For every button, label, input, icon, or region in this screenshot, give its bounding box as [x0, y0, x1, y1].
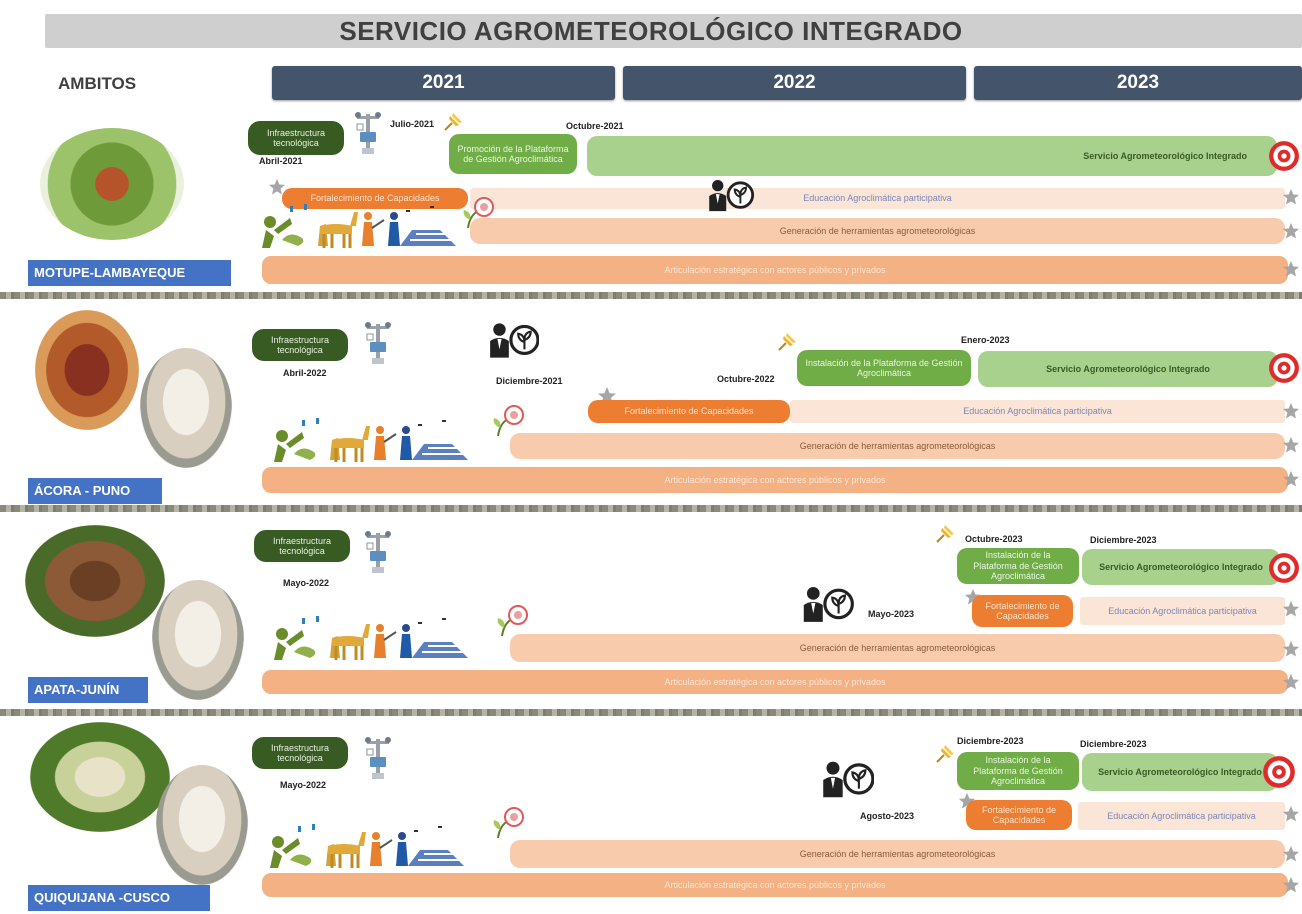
tools-bar: Generación de herramientas agrometeoroló… [510, 840, 1285, 868]
tools-bar: Generación de herramientas agrometeoroló… [510, 634, 1285, 662]
service-date: Diciembre-2023 [1080, 739, 1147, 749]
education-icon [487, 322, 539, 360]
year-header-2022: 2022 [623, 66, 966, 100]
page-title: SERVICIO AGROMETEOROLÓGICO INTEGRADO [339, 16, 963, 46]
ambitos-label: AMBITOS [58, 74, 137, 93]
education-icon [705, 179, 755, 213]
education-date: Agosto-2023 [860, 811, 915, 821]
weather-station-icon [363, 320, 393, 370]
education-bar: Educación Agroclimática participativa [1080, 597, 1285, 625]
photo-mango [40, 128, 184, 240]
pushpin-icon [933, 522, 957, 546]
infra-date: Mayo-2022 [280, 780, 327, 790]
weather-station-icon [353, 110, 383, 160]
tools-bar: Generación de herramientas agrometeoroló… [470, 218, 1285, 244]
sprout-icon [494, 604, 528, 638]
photo-alpaca [152, 580, 244, 700]
tools-bar: Generación de herramientas agrometeoroló… [510, 433, 1285, 459]
star-icon [1282, 260, 1300, 278]
section-separator [0, 505, 1302, 512]
farming-activities-icon [260, 200, 460, 250]
star-icon [1282, 470, 1300, 488]
farming-activities-icon [272, 612, 472, 662]
platform-pill: Instalación de la Plataforma de Gestión … [957, 548, 1079, 584]
infra-date: Mayo-2022 [283, 578, 330, 588]
target-icon [1268, 140, 1300, 172]
star-icon [1282, 673, 1300, 691]
pushpin-icon [441, 110, 465, 134]
photo-potatoes [25, 525, 165, 637]
target-icon [1268, 552, 1300, 584]
education-date: Mayo-2023 [868, 609, 915, 619]
photo-quinoa [35, 310, 139, 430]
star-icon [1282, 600, 1300, 618]
photo-alpaca [140, 348, 232, 468]
service-bar: Servicio Agrometeorológico Integrado [1082, 549, 1280, 585]
platform-date: Diciembre-2023 [957, 736, 1024, 746]
pushpin-icon [933, 742, 957, 766]
infra-date: Abril-2021 [259, 156, 303, 166]
infra-pill: Infraestructura tecnológica [252, 329, 348, 361]
education-icon [800, 586, 854, 624]
weather-station-icon [363, 734, 393, 786]
star-icon [1282, 805, 1300, 823]
sprout-icon [490, 806, 524, 840]
pushpin-icon [775, 330, 799, 354]
capacity-pill: Fortalecimiento de Capacidades [972, 595, 1073, 627]
platform-pill: Instalación de la Plataforma de Gestión … [957, 752, 1079, 790]
region-label-quiquijana: QUIQUIJANA -CUSCO [28, 885, 210, 911]
education-bar: Educación Agroclimática participativa [1078, 802, 1285, 830]
title-background [45, 14, 1302, 48]
year-header-2023: 2023 [974, 66, 1302, 100]
target-icon [1262, 755, 1296, 789]
capacity-pill: Fortalecimiento de Capacidades [966, 800, 1072, 830]
platform-pill: Promoción de la Plataforma de Gestión Ag… [449, 134, 577, 174]
star-icon [1282, 845, 1300, 863]
infra-pill: Infraestructura tecnológica [248, 121, 344, 155]
year-header-2021: 2021 [272, 66, 615, 100]
education-icon [820, 760, 874, 800]
education-bar: Educación Agroclimática participativa [470, 188, 1285, 209]
service-date: Diciembre-2023 [1090, 535, 1157, 545]
infra-pill: Infraestructura tecnológica [254, 530, 350, 562]
star-icon [1282, 188, 1300, 206]
education-bar: Educación Agroclimática participativa [790, 400, 1285, 423]
service-bar: Servicio Agrometeorológico Integrado [1082, 753, 1278, 791]
region-label-apata: APATA-JUNÍN [28, 677, 148, 703]
target-icon [1268, 352, 1300, 384]
platform-date: Octubre-2023 [965, 534, 1023, 544]
articulation-bar: Articulación estratégica con actores púb… [262, 467, 1288, 493]
star-icon [1282, 222, 1300, 240]
infra-date: Abril-2022 [283, 368, 327, 378]
service-date: Octubre-2021 [566, 121, 624, 131]
articulation-bar: Articulación estratégica con actores púb… [262, 873, 1288, 897]
articulation-bar: Articulación estratégica con actores púb… [262, 256, 1288, 284]
articulation-bar: Articulación estratégica con actores púb… [262, 670, 1288, 694]
capacity-pill: Fortalecimiento de Capacidades [588, 400, 790, 423]
weather-station-icon [363, 528, 393, 580]
education-date: Diciembre-2021 [496, 376, 563, 386]
capacity-pill: Fortalecimiento de Capacidades [282, 188, 468, 209]
infra-pill: Infraestructura tecnológica [252, 737, 348, 769]
photo-alpaca [156, 765, 248, 885]
section-separator [0, 292, 1302, 299]
service-bar: Servicio Agrometeorológico Integrado [978, 351, 1278, 387]
service-bar: Servicio Agrometeorológico Integrado [587, 136, 1277, 176]
photo-corn [30, 722, 170, 832]
section-separator [0, 709, 1302, 716]
star-icon [1282, 640, 1300, 658]
pin-date: Julio-2021 [390, 119, 435, 129]
star-icon [1282, 402, 1300, 420]
farming-activities-icon [272, 414, 472, 464]
service-date: Enero-2023 [961, 335, 1010, 345]
platform-pill: Instalación de la Plataforma de Gestión … [797, 350, 971, 386]
region-label-acora: ÁCORA - PUNO [28, 478, 162, 504]
star-icon [1282, 436, 1300, 454]
sprout-icon [460, 196, 494, 230]
sprout-icon [490, 404, 524, 438]
farming-activities-icon [268, 820, 468, 870]
platform-date: Octubre-2022 [717, 374, 775, 384]
star-icon [1282, 876, 1300, 894]
region-label-motupe: MOTUPE-LAMBAYEQUE [28, 260, 231, 286]
